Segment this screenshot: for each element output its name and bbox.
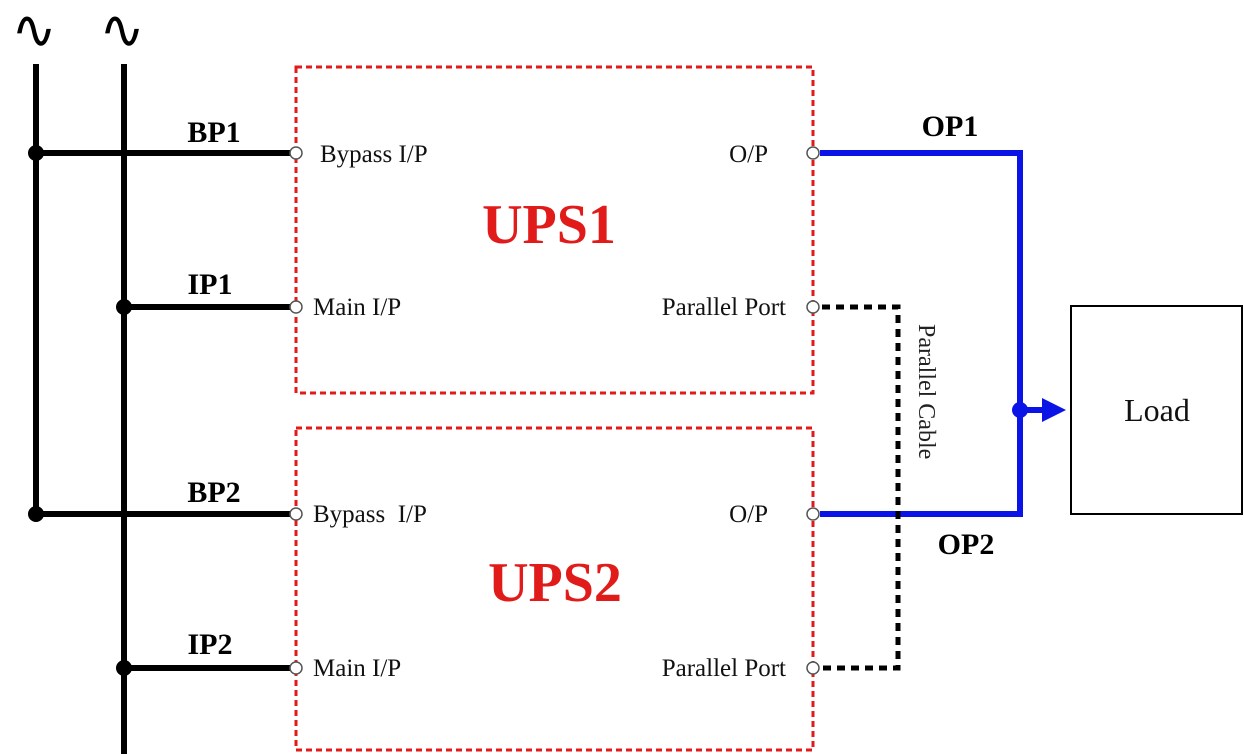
load-label: Load	[1124, 392, 1190, 428]
ups2-output-port-label: O/P	[729, 501, 768, 528]
ups1-title: UPS1	[482, 194, 616, 256]
ups1-parallel-terminal	[806, 300, 820, 314]
ups2-bypass-port-label: Bypass I/P	[313, 501, 427, 528]
ups1-box	[294, 65, 815, 395]
arrow-right-icon	[1042, 398, 1066, 422]
ups2-bypass-terminal	[289, 507, 303, 521]
ups1-bypass-terminal	[289, 146, 303, 160]
ups1-parallel-port-label: Parallel Port	[662, 294, 786, 321]
parallel-cable-label: Parallel Cable	[913, 324, 939, 459]
ip1-label: IP1	[188, 268, 233, 301]
junction-dot-bp2	[28, 506, 44, 522]
bp2-label: BP2	[187, 476, 240, 509]
ups1-main-terminal	[289, 300, 303, 314]
op2-label: OP2	[938, 528, 995, 561]
parallel-cable-line	[822, 304, 901, 671]
load-box	[1070, 305, 1243, 515]
ac-source-icon-1: ∿	[11, 0, 56, 60]
ups2-title: UPS2	[488, 552, 622, 614]
junction-dot-ip1	[116, 299, 132, 315]
ups1-main-port-label: Main I/P	[313, 294, 401, 321]
op2-line	[820, 410, 1023, 517]
op1-line	[820, 150, 1023, 410]
ups1-bypass-port-label: Bypass I/P	[320, 141, 428, 168]
ac-source-icon-2: ∿	[99, 0, 144, 60]
ip2-label: IP2	[188, 628, 233, 661]
junction-dot-ip2	[116, 660, 132, 676]
ups1-output-port-label: O/P	[729, 141, 768, 168]
ups2-parallel-port-label: Parallel Port	[662, 655, 786, 682]
bp1-label: BP1	[187, 116, 240, 149]
ups2-parallel-terminal	[806, 661, 820, 675]
ups1-output-terminal	[806, 146, 820, 160]
ups2-main-terminal	[289, 661, 303, 675]
junction-dot-output	[1012, 402, 1028, 418]
junction-dot-bp1	[28, 145, 44, 161]
ups2-output-terminal	[806, 507, 820, 521]
ups2-main-port-label: Main I/P	[313, 655, 401, 682]
op1-label: OP1	[922, 110, 979, 143]
